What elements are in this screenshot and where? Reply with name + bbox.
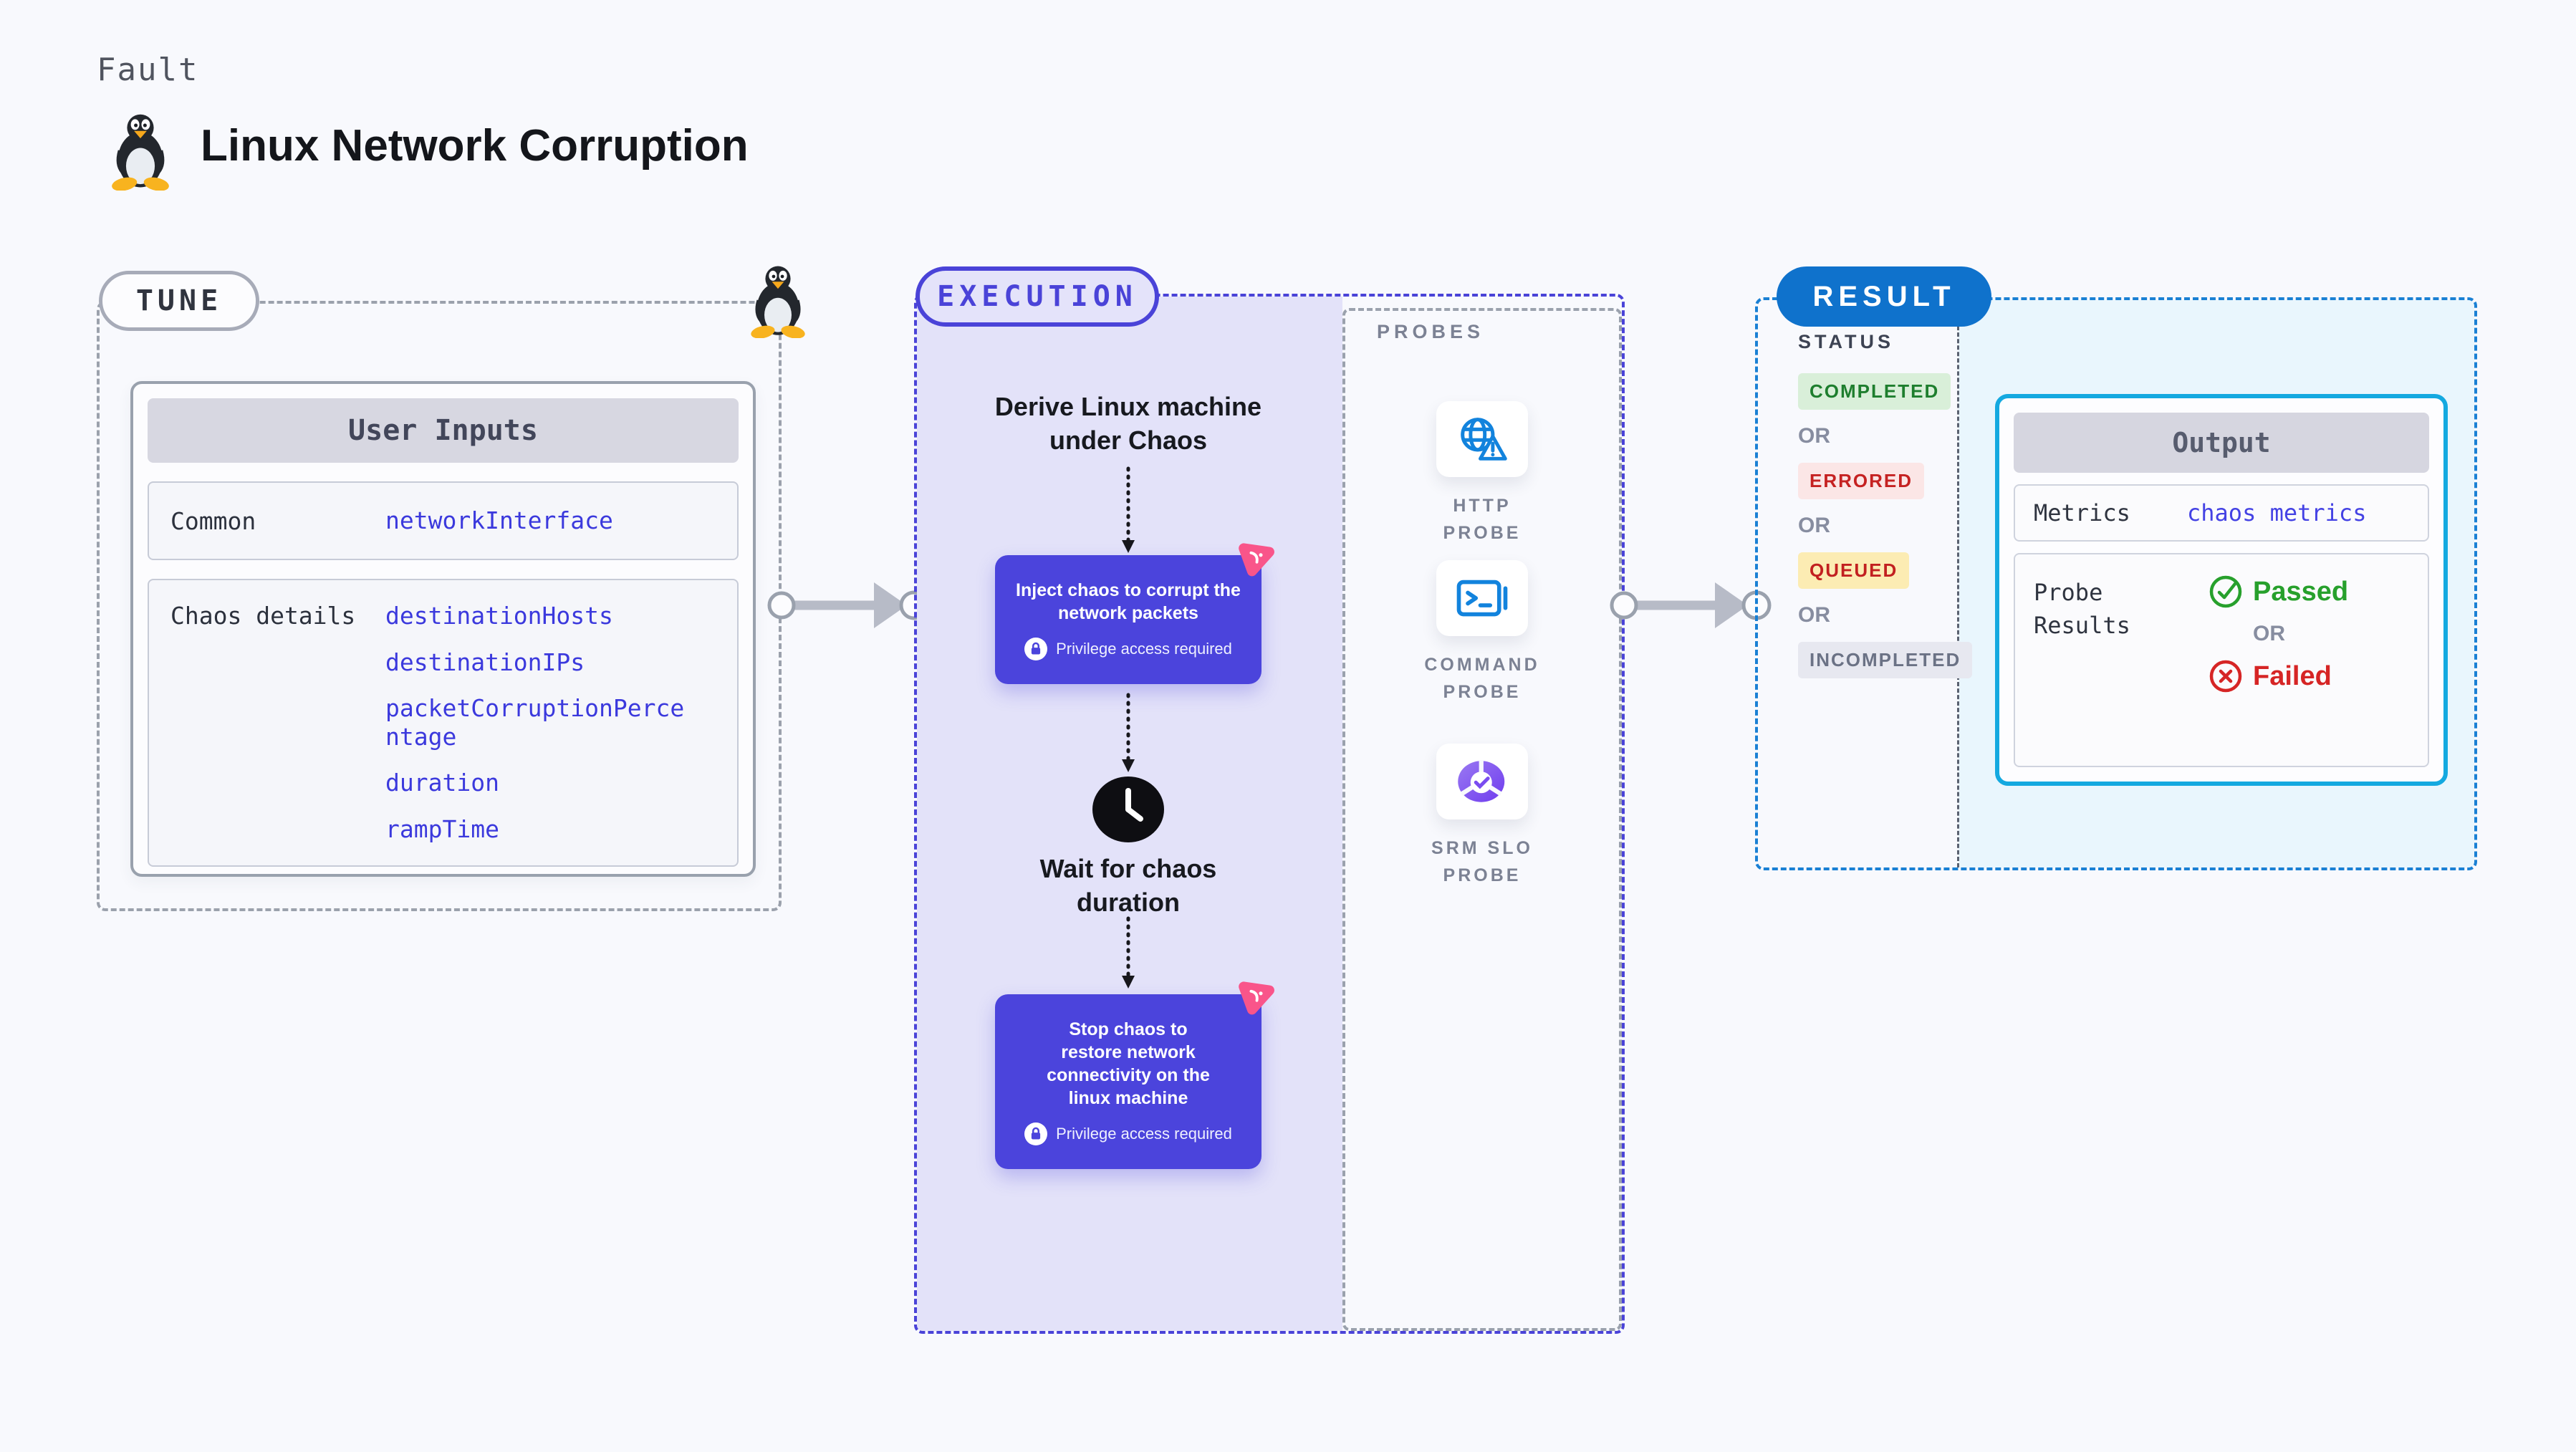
result-section-box xyxy=(1755,297,2477,870)
metrics-label: Metrics xyxy=(2034,499,2130,527)
input-row-chaos-details: Chaos details destinationHosts destinati… xyxy=(148,579,739,867)
probe-command: COMMAND PROBE xyxy=(1342,560,1622,706)
status-badge-incompleted: INCOMPLETED xyxy=(1798,642,1973,678)
tune-badge: TUNE xyxy=(99,271,259,331)
output-card: Output Metrics chaos metrics Probe Resul… xyxy=(1995,394,2448,786)
or-separator: OR xyxy=(1798,514,1830,537)
status-label: STATUS xyxy=(1798,331,1894,352)
input-row-label: Common xyxy=(170,506,256,535)
probes-label: PROBES xyxy=(1377,321,1485,342)
output-title: Output xyxy=(2014,413,2429,473)
probe-card xyxy=(1436,560,1528,636)
privilege-row: Privilege access required xyxy=(1024,1122,1232,1145)
probe-srm-slo: SRM SLO PROBE xyxy=(1342,744,1622,889)
lock-icon xyxy=(1024,1122,1047,1145)
terminal-icon xyxy=(1453,574,1511,622)
page-title: Linux Network Corruption xyxy=(201,121,749,170)
input-param: destinationIPs xyxy=(385,648,585,676)
probe-http: HTTP PROBE xyxy=(1342,401,1622,547)
probe-results-row: Probe Results Passed OR Failed xyxy=(2014,553,2429,767)
check-circle-icon xyxy=(2209,575,2242,608)
derive-step-text: Derive Linux machine under Chaos xyxy=(994,392,1262,455)
passed-verdict: Passed xyxy=(2209,574,2348,609)
stop-chaos-text: Stop chaos to restore network connectivi… xyxy=(1047,1019,1210,1108)
probe-name: SRM SLO PROBE xyxy=(1431,838,1533,885)
execution-badge: EXECUTION xyxy=(915,266,1159,327)
inject-chaos-text: Inject chaos to corrupt the network pack… xyxy=(1016,580,1241,623)
slo-donut-check-icon xyxy=(1453,756,1511,807)
result-divider xyxy=(1957,300,1959,867)
execution-to-result-arrow xyxy=(1610,582,1772,628)
tux-linux-icon-small xyxy=(746,264,809,338)
lock-icon xyxy=(1024,638,1047,660)
status-badge-queued: QUEUED xyxy=(1798,552,1910,589)
probe-name: COMMAND PROBE xyxy=(1424,655,1540,702)
status-badge-completed: COMPLETED xyxy=(1798,373,1951,410)
input-row-common: Common networkInterface xyxy=(148,481,739,560)
wait-clock-icon xyxy=(1092,777,1164,842)
failed-verdict: Failed xyxy=(2209,659,2332,693)
flow-arrow-down xyxy=(1122,466,1135,553)
execution-section-box xyxy=(914,294,1625,1334)
x-circle-icon xyxy=(2209,660,2242,693)
stop-chaos-node: Stop chaos to restore network connectivi… xyxy=(995,994,1261,1169)
input-param: networkInterface xyxy=(385,506,613,535)
globe-alert-icon xyxy=(1453,413,1511,465)
metrics-value: chaos metrics xyxy=(2187,499,2367,527)
chaos-logo-icon xyxy=(1234,972,1279,1018)
probe-results-label: Probe Results xyxy=(2034,579,2130,640)
result-badge: RESULT xyxy=(1777,266,1991,327)
failed-text: Failed xyxy=(2253,660,2332,691)
chaos-logo-icon xyxy=(1234,534,1279,580)
privilege-row: Privilege access required xyxy=(1024,638,1232,660)
status-column: STATUS COMPLETED OR ERRORED OR QUEUED OR… xyxy=(1798,331,1973,678)
or-separator: OR xyxy=(1798,603,1830,627)
input-param: rampTime xyxy=(385,814,499,843)
probe-name: HTTP PROBE xyxy=(1443,496,1522,543)
or-separator: OR xyxy=(1798,424,1830,448)
user-inputs-card: User Inputs Common networkInterface Chao… xyxy=(130,381,756,877)
metrics-row: Metrics chaos metrics xyxy=(2014,484,2429,542)
or-separator: OR xyxy=(2253,622,2285,645)
passed-text: Passed xyxy=(2253,576,2349,607)
input-param: packetCorruptionPercentage xyxy=(385,694,685,751)
fault-kicker: Fault xyxy=(97,52,199,88)
probes-section-box xyxy=(1342,308,1622,1331)
tux-linux-icon xyxy=(107,112,173,191)
privilege-text: Privilege access required xyxy=(1056,640,1232,658)
probe-card xyxy=(1436,401,1528,477)
probe-card xyxy=(1436,744,1528,819)
input-param: destinationHosts xyxy=(385,602,613,630)
user-inputs-title: User Inputs xyxy=(148,398,739,463)
wait-step-text: Wait for chaos duration xyxy=(1039,854,1217,917)
input-row-label: Chaos details xyxy=(170,602,356,630)
input-param: duration xyxy=(385,769,499,797)
privilege-text: Privilege access required xyxy=(1056,1125,1232,1143)
flow-arrow-down xyxy=(1122,693,1135,772)
tune-to-execution-arrow xyxy=(767,582,929,628)
inject-chaos-node: Inject chaos to corrupt the network pack… xyxy=(995,555,1261,684)
flow-arrow-down xyxy=(1122,916,1135,989)
status-badge-errored: ERRORED xyxy=(1798,463,1925,499)
